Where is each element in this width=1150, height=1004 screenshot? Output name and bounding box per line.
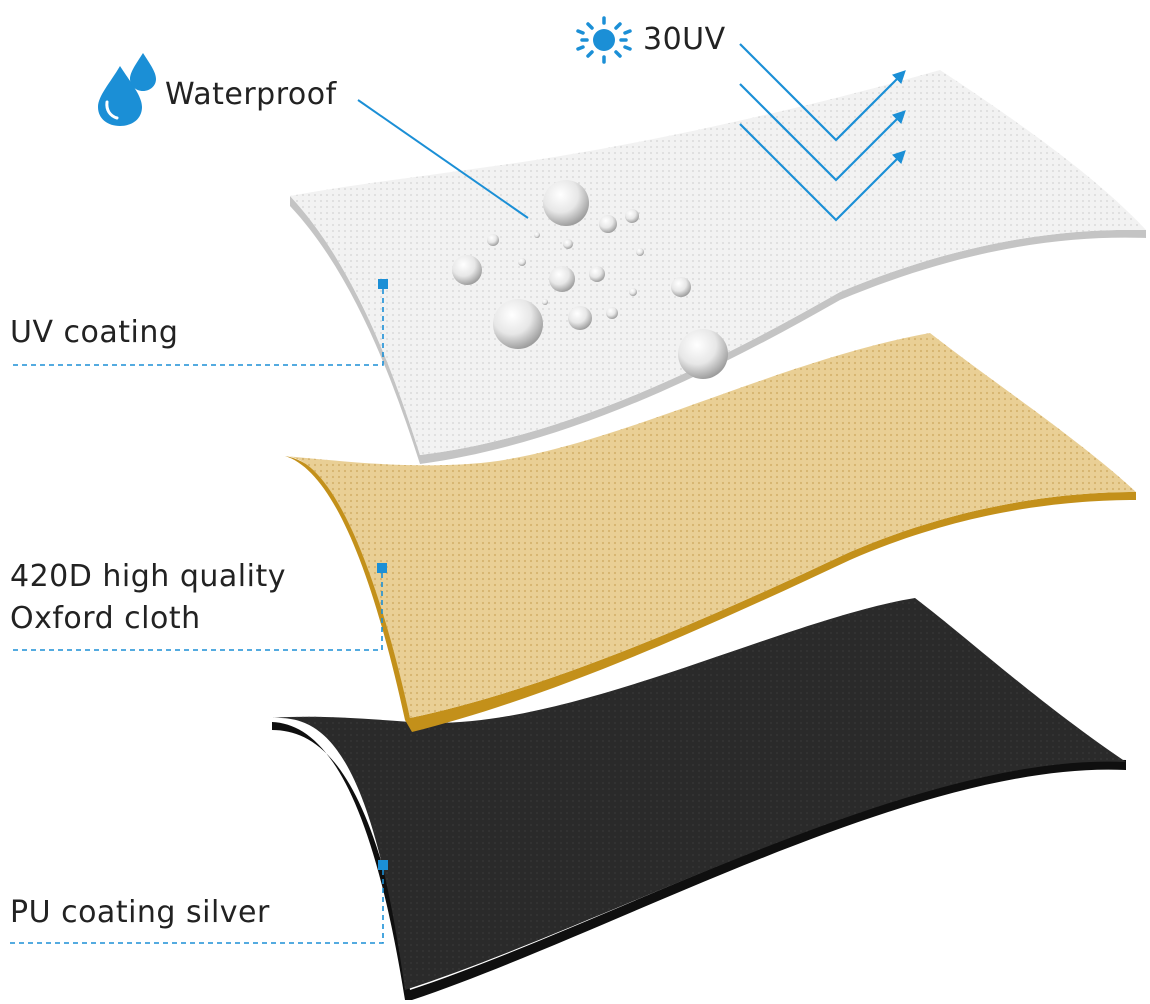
water-droplet <box>589 266 605 282</box>
uv-rating-label: 30UV <box>643 22 726 57</box>
water-droplet <box>629 288 637 296</box>
oxford-cloth-label-line2: Oxford cloth <box>10 601 201 636</box>
water-droplet <box>518 258 526 266</box>
oxford-cloth-layer <box>285 333 1136 732</box>
water-droplets <box>452 180 728 379</box>
water-droplet <box>671 277 691 297</box>
water-droplet <box>606 307 618 319</box>
water-droplet <box>534 232 540 238</box>
callout-leader <box>10 573 383 651</box>
pu-coating-layer <box>272 598 1126 1000</box>
waterproof-leader-line <box>357 99 529 219</box>
uv-arrow <box>739 123 906 222</box>
sun-icon <box>576 16 632 64</box>
pu-coating-label: PU coating silver <box>10 895 270 930</box>
water-droplet <box>549 266 575 292</box>
water-droplet <box>493 299 543 349</box>
callout-leader <box>10 870 384 944</box>
water-drops-icon <box>98 53 156 126</box>
callout-marker <box>377 563 387 573</box>
uv-layer-edge <box>290 196 1146 464</box>
oxford-layer-edge <box>285 456 1136 732</box>
water-droplet <box>625 209 639 223</box>
waterproof-label: Waterproof <box>165 77 337 112</box>
oxford-cloth-callout <box>10 563 387 651</box>
uv-reflection-arrows <box>739 43 906 222</box>
water-droplet <box>452 255 482 285</box>
uv-arrow <box>739 43 906 142</box>
callout-marker <box>378 860 388 870</box>
water-droplet <box>678 329 728 379</box>
water-droplet <box>487 234 499 246</box>
water-droplet <box>636 248 644 256</box>
uv-coating-label: UV coating <box>10 315 179 350</box>
water-droplet <box>543 180 589 226</box>
water-droplet <box>599 215 617 233</box>
callout-leader <box>10 289 384 366</box>
water-droplet <box>542 299 548 305</box>
uv-coating-callout <box>10 279 388 366</box>
callout-marker <box>378 279 388 289</box>
pu-coating-callout <box>10 860 388 944</box>
uv-coating-layer <box>290 70 1146 464</box>
oxford-cloth-label-line1: 420D high quality <box>10 559 286 594</box>
uv-arrow <box>739 83 906 182</box>
water-droplet <box>563 239 573 249</box>
water-droplet <box>568 306 592 330</box>
